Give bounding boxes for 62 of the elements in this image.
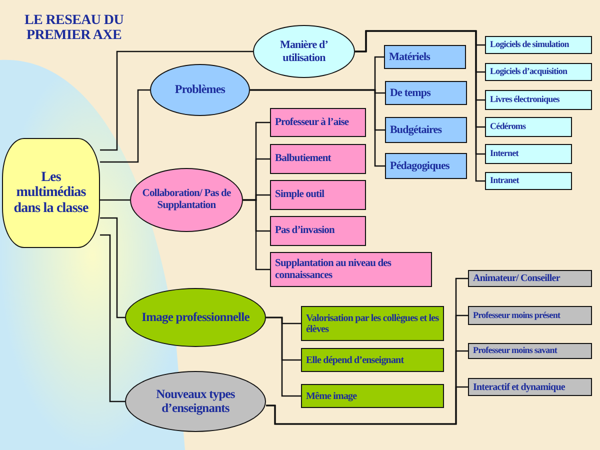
connector-line	[355, 30, 485, 182]
node-label: Interactif et dynamique	[473, 382, 565, 392]
rectangle-node	[485, 172, 572, 190]
connector-line	[266, 316, 301, 397]
rectangle-node	[468, 270, 592, 287]
rectangle-node	[384, 45, 466, 69]
node-label: Animateur/ Conseiller	[473, 273, 560, 284]
rectangle-node	[485, 117, 572, 137]
rectangle-node	[270, 216, 366, 246]
connector-line	[266, 386, 468, 425]
rectangle-node	[301, 348, 444, 372]
node-label: De temps	[390, 86, 430, 100]
connector-line	[100, 199, 130, 201]
rectangle-node	[485, 36, 592, 54]
node-label: Collaboration/ Pas de Supplantation	[141, 188, 232, 212]
node-label: Supplantation au niveau des connaissances	[275, 258, 392, 282]
node-label: Matériels	[389, 50, 430, 64]
node-label: Pas d’invasion	[275, 225, 334, 237]
node-label: Budgétaires	[390, 124, 442, 136]
rectangle-node	[385, 81, 467, 105]
node-label: Logiciels de simulation	[490, 40, 569, 50]
node-label: Balbutiement	[275, 153, 331, 165]
node-label: Internet	[490, 149, 518, 159]
rectangle-node	[270, 108, 366, 137]
node-label: Logiciels d’acquisition	[490, 67, 568, 77]
node-label: Professeur à l’aise	[275, 116, 349, 128]
rectangle-node	[301, 384, 444, 408]
node-label: Professeur moins présent	[473, 310, 560, 320]
node-label: Problèmes	[174, 83, 226, 97]
rectangle-node	[270, 252, 432, 287]
connector-line	[243, 199, 270, 270]
connector-line	[250, 89, 385, 167]
connector-line	[100, 234, 125, 402]
rectangle-node	[485, 90, 592, 110]
node-label: Valorisation par les collègues et les élèves	[306, 312, 439, 334]
node-label: Livres électroniques	[490, 95, 560, 105]
rectangle-node	[485, 63, 592, 81]
rectangle-node	[270, 144, 366, 174]
node-label: Pédagogiques	[390, 160, 450, 172]
rectangle-node	[301, 306, 444, 341]
connector-line	[100, 50, 253, 151]
rounded-node	[2, 138, 100, 248]
rectangle-node	[468, 306, 592, 325]
node-label: Manière d’ utilisation	[278, 39, 330, 64]
rectangle-node	[270, 180, 366, 210]
node-label: Cédéroms	[490, 122, 526, 132]
rectangle-node	[485, 144, 572, 164]
node-label: Même image	[306, 390, 357, 402]
connector-line	[100, 89, 150, 163]
rectangle-node	[468, 378, 592, 396]
rectangle-node	[468, 343, 592, 359]
node-label: Simple outil	[275, 189, 324, 201]
node-label: Professeur moins savant	[473, 346, 557, 356]
node-label: Elle dépend d’enseignant	[306, 354, 404, 366]
node-label: Intranet	[490, 176, 519, 186]
connector-line	[100, 217, 125, 318]
rectangle-node	[385, 153, 467, 179]
rectangle-node	[385, 117, 467, 143]
diagram-title: LE RESEAU DU PREMIER AXE	[23, 14, 125, 44]
node-label: Les multimédias dans la classe	[12, 170, 90, 216]
node-label: Nouveaux types d’enseignants	[155, 388, 236, 416]
node-label: Image professionnelle	[142, 310, 250, 324]
